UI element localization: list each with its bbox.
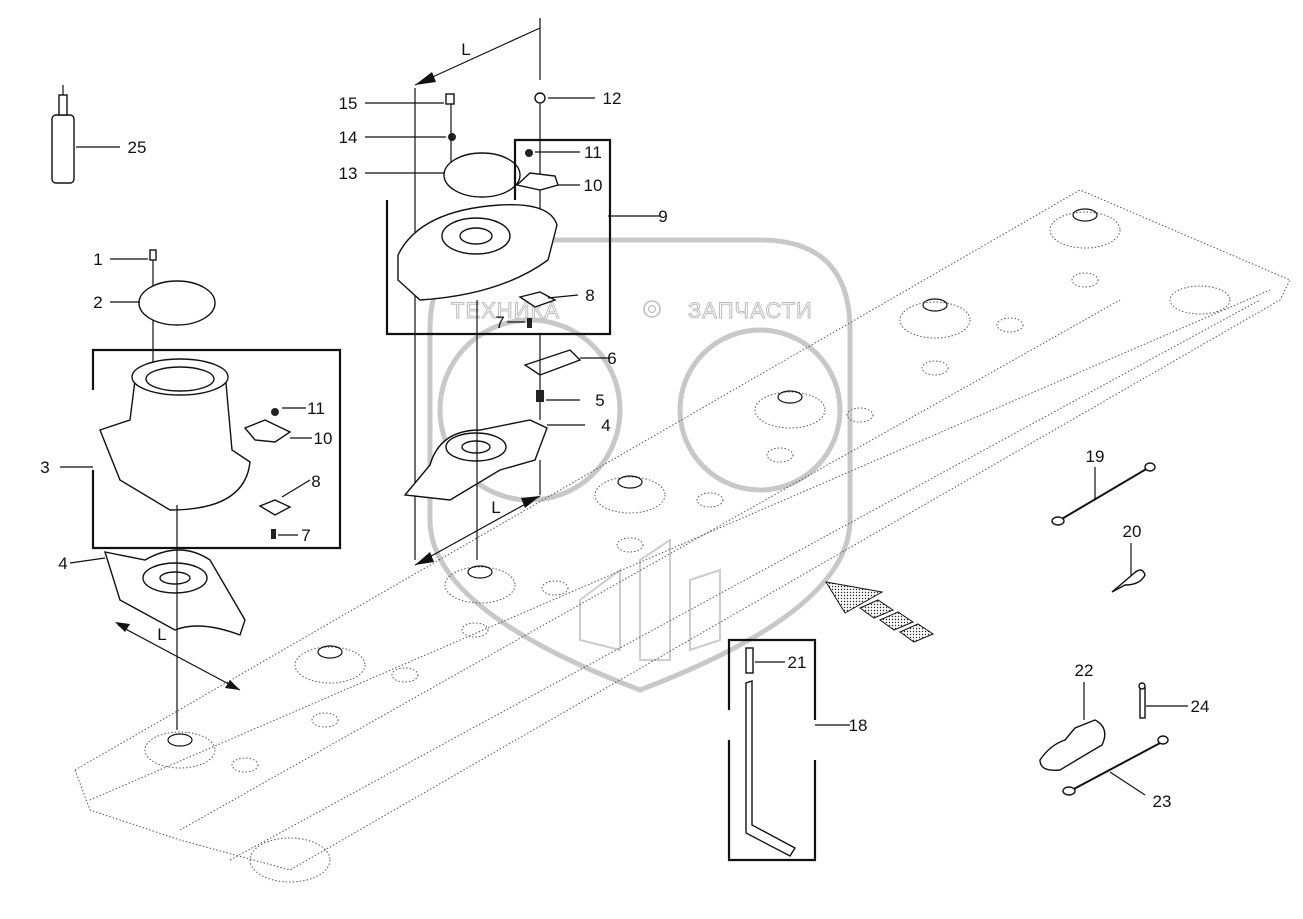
watermark-letter-f	[677, 327, 843, 493]
center-disc-assembly	[365, 18, 660, 566]
callout-11-left: 11	[307, 399, 325, 418]
part-19-wire	[1051, 462, 1156, 526]
part-24-pin	[1138, 682, 1188, 719]
callout-2: 2	[93, 293, 102, 312]
part-23-wire	[1062, 735, 1169, 796]
callout-1: 1	[93, 250, 102, 269]
gear-icon	[643, 300, 661, 318]
dimension-label-top: L	[461, 40, 470, 59]
callout-12: 12	[603, 89, 622, 108]
callout-5: 5	[595, 391, 604, 410]
dimension-label-center: L	[491, 498, 500, 517]
callout-15: 15	[339, 94, 358, 113]
watermark-right-text: ЗАПЧАСТИ	[688, 298, 813, 323]
callout-9: 9	[658, 207, 667, 226]
cutter-bar-frame	[74, 189, 1291, 883]
disc-hub	[1049, 208, 1121, 249]
callout-25: 25	[128, 138, 147, 157]
part-20-clip	[1111, 543, 1146, 593]
dimension-label-left: L	[157, 625, 166, 644]
left-gearbox-assembly	[60, 249, 342, 730]
callout-8-left: 8	[311, 472, 320, 491]
callout-3: 3	[40, 458, 49, 477]
callout-7-left: 7	[301, 526, 310, 545]
callout-8-center: 8	[585, 286, 594, 305]
callout-22: 22	[1075, 661, 1094, 680]
direction-arrow	[824, 581, 935, 643]
callout-23: 23	[1153, 792, 1172, 811]
disc-hub	[594, 475, 666, 514]
callout-24: 24	[1191, 697, 1210, 716]
callout-13: 13	[339, 164, 358, 183]
disc-hub	[144, 731, 216, 769]
callout-4-center: 4	[601, 416, 610, 435]
callout-10-center: 10	[584, 176, 603, 195]
callout-14: 14	[339, 128, 358, 147]
callout-labels: 1 2 3 4 4 5 6 7 7 8 8 9 10 10 11 11 12 1…	[40, 40, 1209, 811]
disc-hub	[444, 565, 516, 604]
part-18-kit	[727, 638, 850, 862]
disc-hub	[294, 645, 366, 684]
callout-4-left: 4	[58, 554, 67, 573]
callout-20: 20	[1123, 522, 1142, 541]
callout-11-center: 11	[584, 143, 602, 162]
disc-hub	[754, 390, 826, 429]
watermark-wheat-graphic	[579, 538, 721, 661]
disc-hubs	[144, 208, 1121, 773]
part-22-bracket	[1039, 682, 1106, 771]
callout-10-left: 10	[314, 429, 333, 448]
part-25-grease-tube	[51, 85, 120, 184]
callout-6: 6	[607, 349, 616, 368]
disc-hub	[899, 298, 971, 339]
callout-21: 21	[788, 653, 807, 672]
callout-7-center: 7	[495, 313, 504, 332]
callout-19: 19	[1086, 447, 1105, 466]
callout-18: 18	[849, 716, 868, 735]
